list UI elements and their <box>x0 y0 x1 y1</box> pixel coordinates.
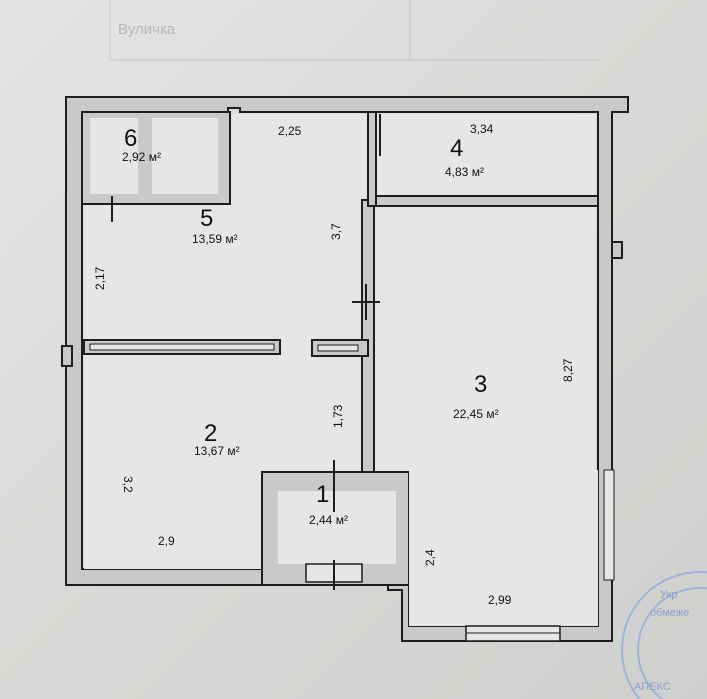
room-3-area: 22,45 м² <box>453 407 499 421</box>
dim-3-7: 3,7 <box>329 223 343 240</box>
partition-room4-bottom <box>371 195 599 207</box>
room-6-floor-right <box>152 118 218 194</box>
room-labels: 6 2,92 м² 4 4,83 м² 5 13,59 м² 3 22,45 м… <box>122 125 499 527</box>
stamp-mid: обмеже <box>650 607 689 619</box>
room-4-number: 4 <box>450 135 463 162</box>
faint-header-text: Вуличка <box>118 21 176 38</box>
dim-2-4: 2,4 <box>423 549 437 566</box>
room-3-number: 3 <box>474 371 487 398</box>
room-3-lower-floor <box>409 470 598 626</box>
room-5-number: 5 <box>200 205 213 232</box>
dim-3-34: 3,34 <box>470 122 494 136</box>
room-2-number: 2 <box>204 420 217 447</box>
room-6-area: 2,92 м² <box>122 150 161 164</box>
left-wall-notch <box>61 345 73 367</box>
room-4-area: 4,83 м² <box>445 165 484 179</box>
dim-2-9: 2,9 <box>158 534 175 548</box>
room-2-area: 13,67 м² <box>194 444 240 458</box>
dim-8-27: 8,27 <box>561 358 575 382</box>
room-5-area: 13,59 м² <box>192 232 238 246</box>
stamp-top: Укр <box>660 589 677 601</box>
room-1-number: 1 <box>316 481 329 508</box>
room-1-floor <box>278 491 396 564</box>
dim-1-73: 1,73 <box>331 404 345 428</box>
stamp-bottom: АПЕКС <box>634 681 671 693</box>
stamp: Укр обмеже АПЕКС <box>621 571 707 699</box>
partition-5-2-inner <box>89 343 275 351</box>
partition-room4-west <box>367 111 377 207</box>
faint-header: Вуличка <box>109 0 600 61</box>
dim-3-2: 3,2 <box>121 476 135 493</box>
tick-marks <box>111 196 380 590</box>
right-wall-notch <box>611 241 623 259</box>
partition-room3-west <box>361 199 375 473</box>
window-right <box>603 469 615 581</box>
room-1-area: 2,44 м² <box>309 513 348 527</box>
dim-2-25: 2,25 <box>278 124 302 138</box>
room-6-number: 6 <box>124 125 137 152</box>
dim-2-99: 2,99 <box>488 593 512 607</box>
dimension-labels: 2,25 3,34 3,7 2,17 8,27 1,73 3,2 2,9 2,4… <box>93 122 575 607</box>
dim-2-17: 2,17 <box>93 266 107 290</box>
room-6-floor-left <box>90 118 138 194</box>
